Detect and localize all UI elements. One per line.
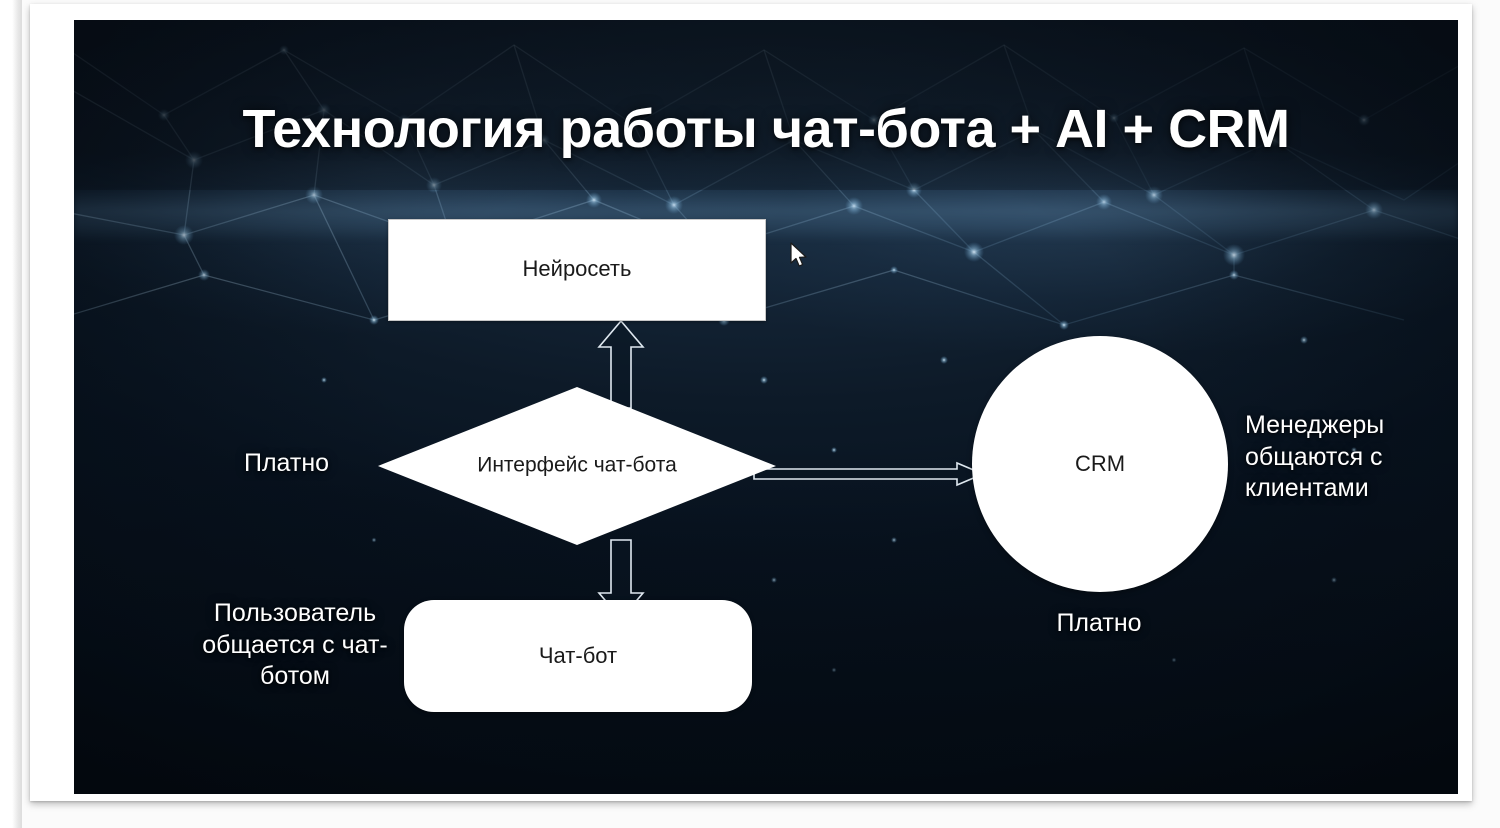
slide-card[interactable]: Технология работы чат-бота + AI + CRM Не… <box>30 4 1472 801</box>
node-neural-network[interactable]: Нейросеть <box>388 219 766 321</box>
title-overlay-band <box>74 20 1458 190</box>
node-chatbot[interactable]: Чат-бот <box>404 600 752 712</box>
node-crm[interactable]: CRM <box>972 336 1228 592</box>
presentation-slide[interactable]: Технология работы чат-бота + AI + CRM Не… <box>74 20 1458 794</box>
viewer-left-gutter <box>0 0 22 828</box>
slide-title: Технология работы чат-бота + AI + CRM <box>242 99 1290 159</box>
node-chatbot-interface-label: Интерфейс чат-бота <box>477 453 677 477</box>
node-chatbot-interface[interactable]: Интерфейс чат-бота <box>378 387 776 545</box>
label-paid-bottom: Платно <box>1056 609 1142 637</box>
connector-interface-to-crm <box>753 461 986 487</box>
label-user-note: Пользователь общается с чат-ботом <box>202 599 388 690</box>
label-managers-note: Менеджеры общаются с клиентами <box>1245 411 1385 502</box>
label-paid-left: Платно <box>244 449 330 477</box>
connector-interface-to-chatbot <box>597 539 645 621</box>
